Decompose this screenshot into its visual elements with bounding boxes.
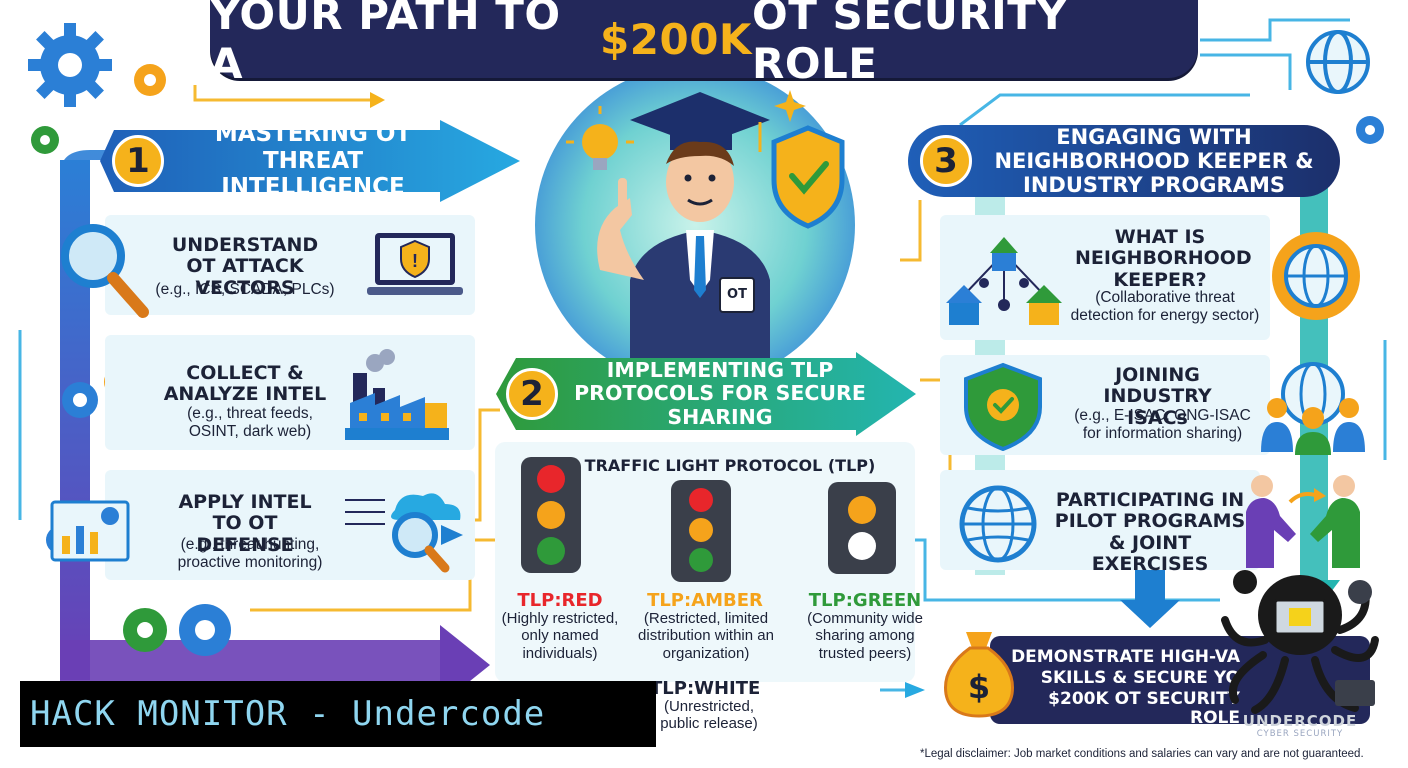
section2-number: 2 (506, 368, 558, 420)
svg-text:$: $ (968, 668, 990, 706)
title-suffix: OT SECURITY ROLE (751, 0, 1068, 88)
section1-item-heading: UNDERSTAND OT ATTACK VECTORS (171, 234, 319, 299)
graduate-figure-illustration (566, 90, 845, 370)
page-title: YOUR PATH TO A $200K OT SECURITY ROLE (210, 0, 1198, 88)
section3-item-card: JOINING INDUSTRY ISACs (e.g., E-ISAC, ON… (940, 355, 1270, 455)
gear-globe-icon (1272, 232, 1360, 320)
tlp-subtitle: TRAFFIC LIGHT PROTOCOL (TLP) (584, 456, 876, 475)
outcome-line3: $200K OT SECURITY ROLE (1048, 689, 1240, 729)
section3-item-heading: WHAT IS NEIGHBORHOOD KEEPER? (1075, 226, 1252, 291)
handshake-icon (1246, 475, 1360, 568)
section1-item-detail: (e.g., threat feeds, OSINT, dark web) (187, 405, 313, 441)
houses-network-icon (946, 237, 1062, 325)
section1-item-card: APPLY INTEL TO OT DEFENSE (e.g., threat … (105, 470, 475, 580)
globe-people-icon (1261, 362, 1365, 455)
shield-check-icon (964, 362, 1042, 451)
legal-disclaimer: *Legal disclaimer: Job market conditions… (920, 748, 1364, 760)
section3-banner: 3 ENGAGING WITH NEIGHBORHOOD KEEPER & IN… (908, 125, 1340, 197)
svg-text:!: ! (412, 251, 418, 271)
undercode-logo-text: UNDERCODE (1242, 712, 1358, 730)
tlp-amber-detail: (Restricted, limited distribution within… (638, 610, 774, 662)
outcome-line1: DEMONSTRATE HIGH-VA (1011, 647, 1240, 667)
section3-item-heading: JOINING INDUSTRY ISACs (1103, 364, 1212, 429)
ot-badge-text: OT (727, 287, 747, 302)
undercode-octopus-logo (1221, 570, 1379, 714)
laptop-warning-icon: ! (367, 233, 463, 295)
outcome-line2: SKILLS & SECURE YO (1040, 668, 1240, 688)
section3-item-heading: PARTICIPATING IN PILOT PROGRAMS & JOINT … (1054, 489, 1246, 575)
section1-arrow-shape (100, 120, 520, 202)
tlp-white-detail: (Unrestricted, public release) (660, 698, 758, 733)
section1-title: MASTERING OT THREAT INTELLIGENCE (214, 121, 412, 201)
section2-arrow-shape (496, 352, 916, 436)
tlp-red-label: TLP:RED (517, 590, 603, 611)
section2-title: IMPLEMENTING TLP PROTOCOLS FOR SECURE SH… (574, 357, 866, 429)
section1-item-card: UNDERSTAND OT ATTACK VECTORS (e.g., ICS,… (105, 215, 475, 315)
section2-banner: 2 IMPLEMENTING TLP PROTOCOLS FOR SECURE … (496, 352, 916, 436)
tlp-green-label: TLP:GREEN (808, 590, 922, 611)
section1-item-detail: (e.g., ICS, SCADA, PLCs) (155, 281, 335, 298)
money-bag-icon: $ (944, 632, 1014, 718)
section3-title: ENGAGING WITH NEIGHBORHOOD KEEPER & INDU… (994, 124, 1314, 198)
section1-banner: 1 MASTERING OT THREAT INTELLIGENCE (100, 120, 520, 202)
magnifier-cloud-icon (345, 493, 463, 573)
section1-item-heading: COLLECT & ANALYZE INTEL (163, 362, 327, 406)
traffic-light-red-icon (521, 457, 581, 573)
section1-item-heading: APPLY INTEL TO OT DEFENSE (178, 491, 312, 556)
chart-board-icon (50, 500, 130, 562)
tlp-amber-label: TLP:AMBER (647, 590, 763, 611)
traffic-light-green-white-icon (828, 482, 896, 574)
title-prefix: YOUR PATH TO A (210, 0, 561, 88)
section3-banner-shape (908, 125, 1340, 197)
section3-item-detail: (Collaborative threat detection for ener… (1070, 289, 1260, 325)
undercode-logo-subtext: CYBER SECURITY (1256, 729, 1344, 739)
magnifier-icon (61, 224, 149, 318)
section1-item-card: COLLECT & ANALYZE INTEL (e.g., threat fe… (105, 335, 475, 450)
globe-icon (959, 485, 1037, 563)
section1-number: 1 (112, 135, 164, 187)
traffic-light-amber-icon (671, 480, 731, 582)
hack-monitor-text: HACK MONITOR - Undercode (30, 694, 546, 734)
tlp-red-detail: (Highly restricted, only named individua… (501, 610, 619, 662)
section3-number: 3 (920, 135, 972, 187)
section3-item-card: WHAT IS NEIGHBORHOOD KEEPER? (Collaborat… (940, 215, 1270, 340)
title-highlight: $200K (600, 14, 752, 64)
tlp-green-detail: (Community wide sharing among trusted pe… (807, 610, 923, 662)
section3-item-card: PARTICIPATING IN PILOT PROGRAMS & JOINT … (940, 470, 1260, 574)
section1-item-detail: (e.g., threat hunting, proactive monitor… (177, 536, 323, 572)
hack-monitor-watermark: HACK MONITOR - Undercode (20, 681, 656, 747)
section3-item-detail: (e.g., E-ISAC, ONG-ISAC for information … (1074, 407, 1251, 443)
tlp-white-label: TLP:WHITE (650, 678, 761, 699)
factory-icon (345, 349, 449, 440)
